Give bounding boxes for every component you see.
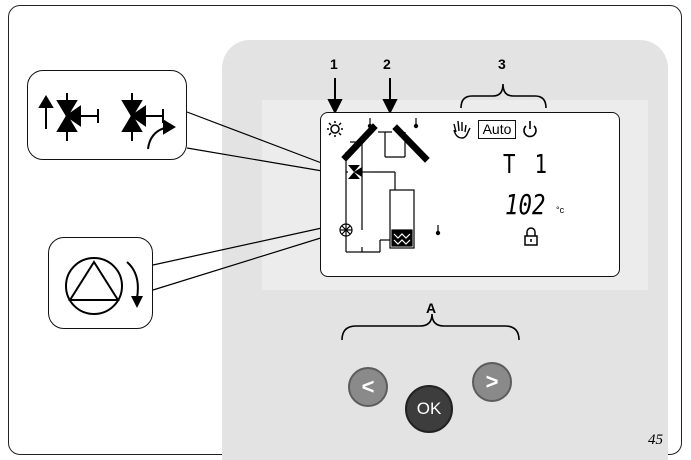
storage-tank — [389, 189, 415, 249]
lcd-valve-icon — [348, 165, 362, 179]
bracket-A — [341, 313, 520, 341]
power-icon — [523, 121, 537, 138]
label-A: A — [426, 300, 437, 316]
collector-2 — [392, 124, 430, 163]
arrow-2-icon — [382, 78, 398, 115]
thermometer-icon — [367, 118, 441, 236]
pump-icon — [65, 257, 143, 315]
hand-manual-icon — [453, 120, 471, 139]
bracket-3 — [460, 83, 547, 109]
sensor-readout: T 1 — [503, 150, 551, 180]
lcd-schematic — [327, 118, 538, 253]
arrow-1-icon — [327, 78, 343, 115]
lock-icon — [524, 227, 538, 246]
value-readout: 102 — [505, 188, 546, 221]
label-2: 2 — [383, 56, 391, 72]
unit-label: °c — [556, 205, 565, 215]
label-1: 1 — [330, 56, 338, 72]
ok-button[interactable]: OK — [405, 385, 453, 433]
valve-icon — [38, 93, 176, 150]
left-button[interactable]: < — [348, 367, 388, 407]
right-button[interactable]: > — [472, 362, 512, 402]
lcd-display — [320, 112, 620, 277]
page-number: 45 — [648, 432, 663, 448]
auto-mode-badge: Auto — [478, 120, 516, 139]
pump-callout — [48, 237, 153, 329]
sun-icon — [327, 121, 343, 137]
valve-callout — [27, 70, 187, 160]
label-3: 3 — [498, 56, 506, 72]
lcd-pump-icon — [339, 223, 353, 237]
